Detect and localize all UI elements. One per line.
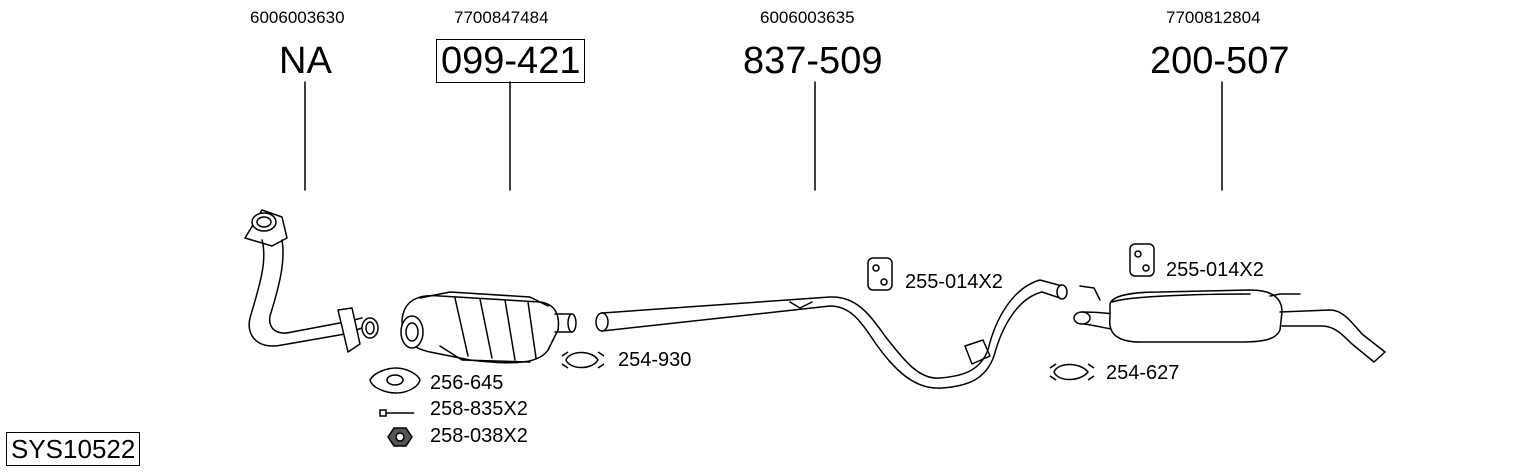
oe-number-2: 7700847484	[454, 8, 549, 27]
accessory-label-hanger-1[interactable]: 255-014X2	[905, 271, 1003, 293]
accessory-label-clamp-2[interactable]: 254-627	[1106, 362, 1180, 384]
nut-icon	[387, 427, 413, 447]
clamp-icon-2	[1049, 363, 1095, 381]
hanger-icon-2	[1129, 243, 1155, 277]
gasket-icon	[369, 367, 421, 394]
intermediate-pipe	[595, 279, 1068, 389]
rear-silencer	[1073, 285, 1386, 363]
clamp-icon-1	[561, 351, 605, 369]
hanger-icon-1	[867, 257, 893, 291]
part-number-3[interactable]: 837-509	[743, 40, 883, 82]
accessory-label-bolt[interactable]: 258-835X2	[430, 398, 528, 420]
part-number-2[interactable]: 099-421	[436, 39, 586, 83]
oe-number-3: 6006003635	[760, 8, 855, 27]
system-code-label: SYS10522	[6, 432, 141, 466]
catalytic-converter	[400, 291, 577, 364]
oe-number-4: 7700812804	[1166, 8, 1261, 27]
part-number-1: NA	[279, 40, 332, 82]
bolt-icon	[379, 409, 414, 417]
part-number-4[interactable]: 200-507	[1150, 40, 1290, 82]
accessory-label-hanger-2[interactable]: 255-014X2	[1166, 259, 1264, 281]
oe-number-1: 6006003630	[250, 8, 345, 27]
accessory-label-nut[interactable]: 258-038X2	[430, 425, 528, 447]
accessory-label-gasket[interactable]: 256-645	[430, 372, 504, 394]
front-pipe	[244, 209, 379, 353]
accessory-label-clamp-1[interactable]: 254-930	[618, 349, 692, 371]
